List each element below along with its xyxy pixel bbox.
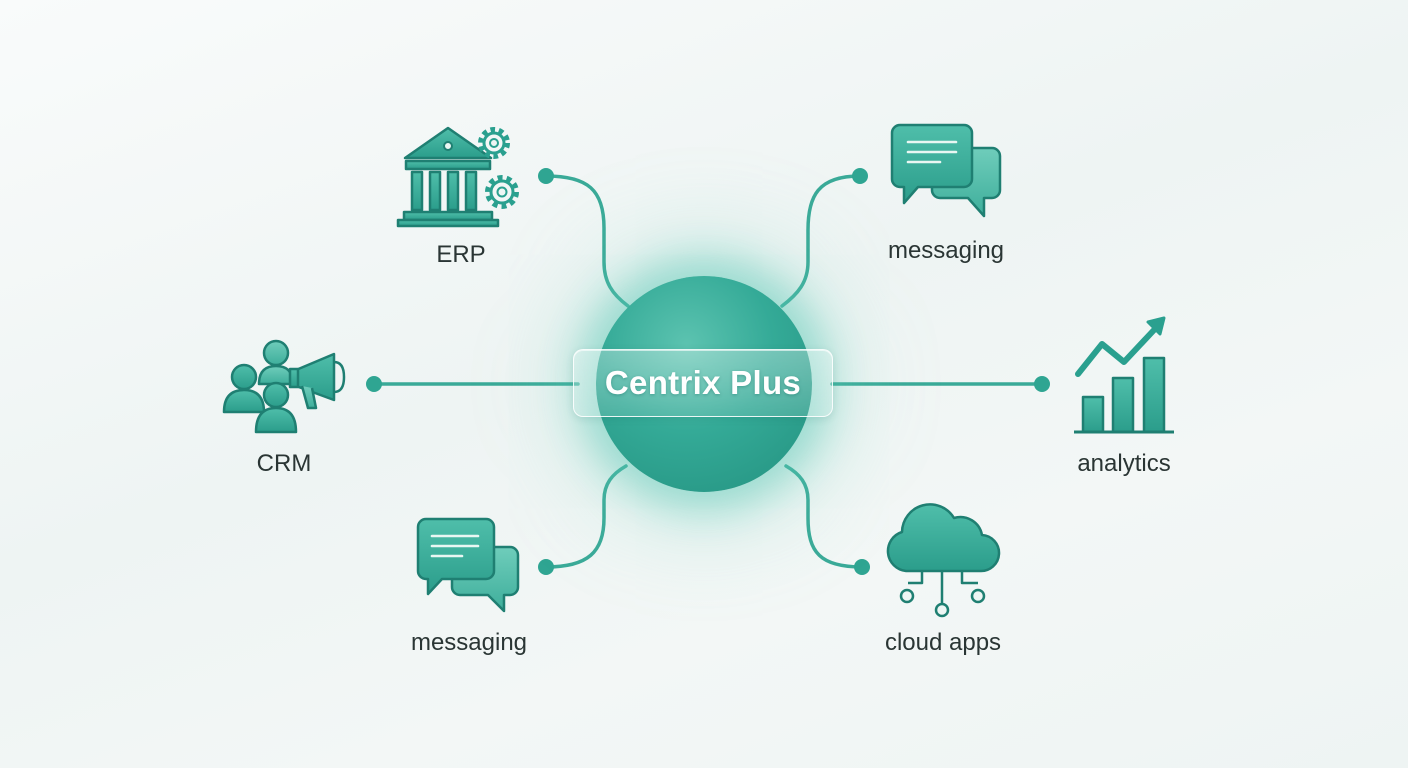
connector-messaging-top bbox=[780, 174, 862, 308]
endpoint-dot-cloud-apps bbox=[854, 559, 870, 575]
connector-cloud-apps bbox=[784, 464, 864, 569]
node-label-erp: ERP bbox=[436, 241, 486, 268]
endpoint-dot-crm bbox=[366, 376, 382, 392]
connector-erp bbox=[544, 174, 630, 308]
node-label-crm: CRM bbox=[256, 450, 312, 477]
chat-bubbles-icon bbox=[890, 123, 1002, 218]
endpoint-dot-analytics bbox=[1034, 376, 1050, 392]
connector-messaging-bottom bbox=[544, 464, 628, 569]
cloud-network-icon bbox=[886, 503, 1001, 618]
crm-people-megaphone-icon bbox=[222, 339, 346, 434]
central-hub-sphere bbox=[596, 276, 812, 492]
node-label-cloud-apps: cloud apps bbox=[884, 629, 1002, 656]
endpoint-dot-messaging-bottom bbox=[538, 559, 554, 575]
node-label-analytics: analytics bbox=[1077, 450, 1171, 477]
erp-building-gears-icon bbox=[396, 126, 519, 228]
node-label-messaging-bottom: messaging bbox=[410, 629, 528, 656]
hub-label: Centrix Plus bbox=[573, 349, 833, 417]
chat-bubbles-icon bbox=[416, 517, 520, 613]
endpoint-dot-messaging-top bbox=[852, 168, 868, 184]
bar-chart-trend-icon bbox=[1074, 316, 1174, 434]
endpoint-dot-erp bbox=[538, 168, 554, 184]
node-label-messaging-top: messaging bbox=[887, 237, 1005, 264]
